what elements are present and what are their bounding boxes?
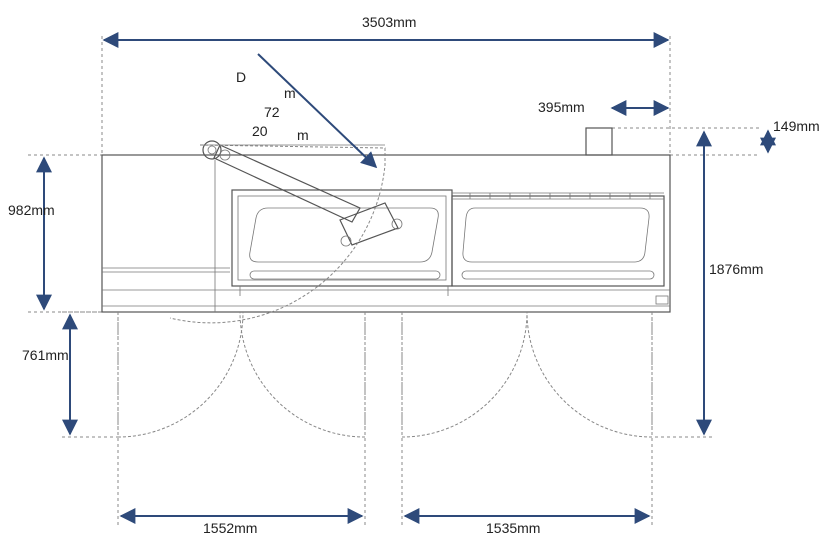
- dimension-arrows: [36, 32, 776, 524]
- dimension-labels: 3503mm 395mm 149mm 982mm 1876mm 761mm 15…: [8, 14, 820, 535]
- left-door-width-label: 1552mm: [203, 520, 257, 535]
- arm-reach-label-m2: m: [297, 127, 309, 143]
- right-door-width-label: 1535mm: [486, 520, 540, 535]
- robot-arm: [169, 140, 403, 324]
- overall-depth-label: 1876mm: [709, 261, 763, 277]
- left-door-swings: [117, 311, 366, 438]
- machine-outline: [101, 127, 671, 313]
- arm-reach-label-m1: m: [284, 85, 296, 101]
- chimney-offset-label: 395mm: [538, 99, 585, 115]
- arm-reach-label-72: 72: [264, 104, 280, 120]
- arm-reach-label-d: D: [236, 69, 246, 85]
- extension-lines: [28, 36, 760, 525]
- right-door-swings: [401, 311, 653, 438]
- door-swing-label: 761mm: [22, 347, 69, 363]
- chimney-height-label: 149mm: [773, 118, 820, 134]
- arm-reach-label-20: 20: [252, 123, 268, 139]
- arm-reach-arrow: [257, 53, 378, 169]
- top-section-label: 982mm: [8, 202, 55, 218]
- overall-width-label: 3503mm: [362, 14, 416, 30]
